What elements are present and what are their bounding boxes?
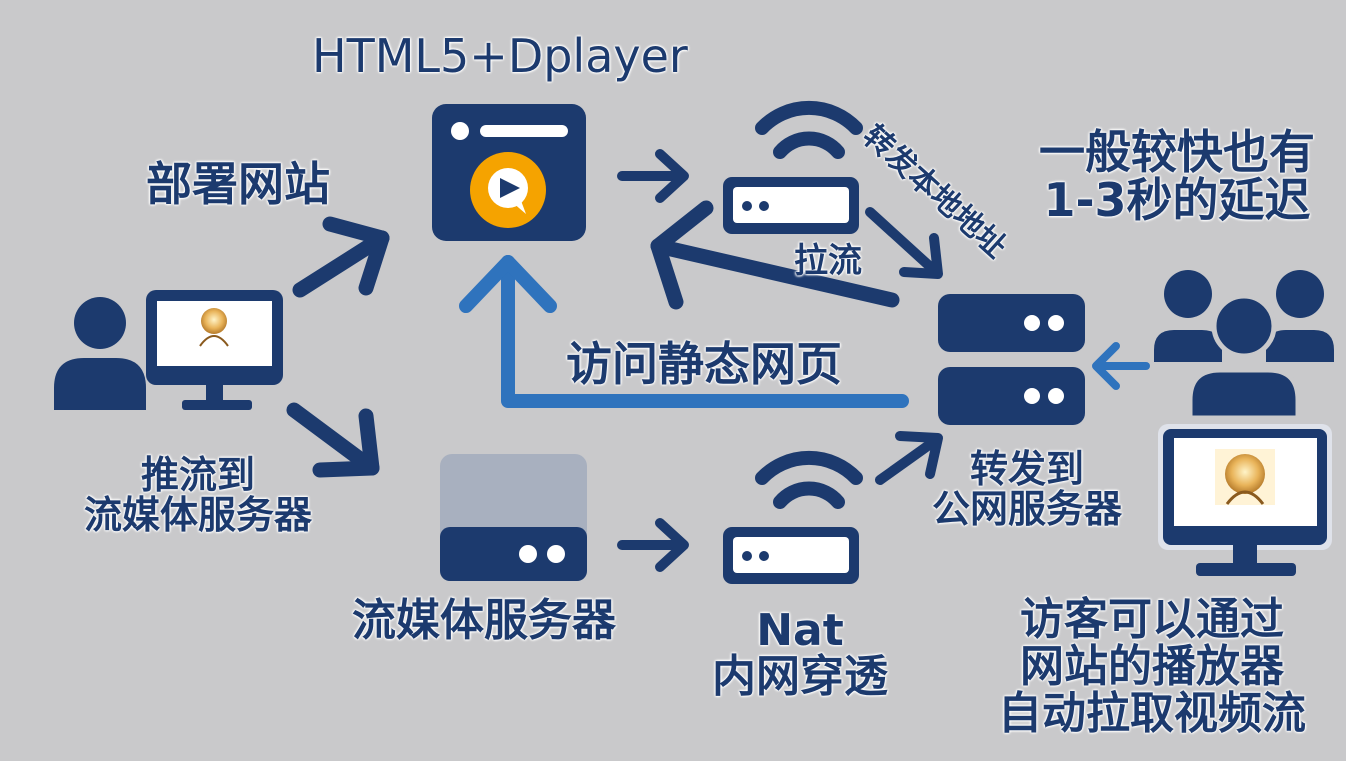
wifi-router-icon — [723, 100, 863, 234]
browser-play-icon — [432, 104, 586, 241]
arrow-visitors-to-server — [1092, 342, 1150, 390]
forward-public-label: 转发到 公网服务器 — [931, 447, 1122, 531]
arrow-router-to-server — [865, 207, 943, 279]
wifi-router-icon — [723, 450, 863, 584]
pull-stream-label: 拉流 — [794, 241, 862, 281]
arrow-presenter-to-media — [286, 402, 380, 478]
user-monitor-icon — [54, 290, 283, 410]
arrow-visit-static-page — [459, 255, 909, 408]
media-server-label: 流媒体服务器 — [352, 595, 616, 646]
nat-label: Nat 内网穿透 — [712, 605, 888, 703]
arrow-media-to-router — [617, 518, 689, 572]
arrow-player-to-router — [617, 149, 689, 203]
arrow-presenter-to-player — [292, 216, 390, 298]
visitor-note: 访客可以通过 网站的播放器 自动拉取视频流 — [998, 594, 1306, 740]
visit-static-label: 访问静态网页 — [566, 337, 842, 391]
arrow-router-to-public-server — [875, 431, 943, 485]
user-group-icon — [1154, 270, 1334, 421]
arrow-pull-stream — [650, 200, 900, 310]
server-rack-icon — [938, 294, 1085, 425]
server-icon — [440, 454, 587, 581]
push-stream-label: 推流到 流媒体服务器 — [83, 453, 312, 537]
latency-note: 一般较快也有 1-3秒的延迟 — [1039, 125, 1315, 228]
monitor-icon — [1158, 424, 1332, 576]
diagram-title: HTML5+Dplayer — [312, 29, 688, 83]
deploy-site-label: 部署网站 — [146, 157, 330, 211]
